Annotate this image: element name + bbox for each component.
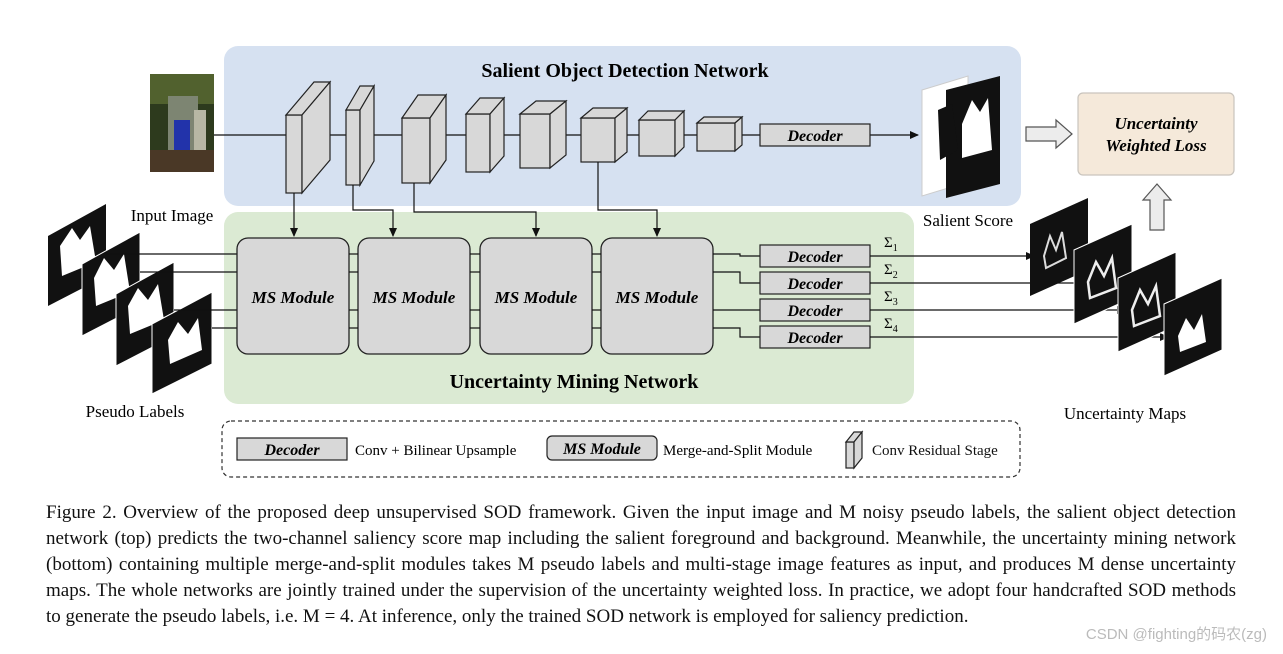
umn-decoder-4: Decoder [759,325,871,349]
uncertainty-weighted-loss-box [1077,92,1235,176]
svg-text:Decoder: Decoder [786,330,843,347]
legend-residual-stage: Conv Residual Stage [844,430,998,470]
input-image-label: Input Image [131,206,214,225]
ms-module-1: MS Module [236,237,350,355]
uncertainty-maps [1030,198,1223,377]
ms-module-4: MS Module [600,237,714,355]
watermark: CSDN @fighting的码农(zg) [1085,626,1267,643]
umn-decoders: Decoder Decoder Decoder Decoder [759,244,871,349]
ms-module-3: MS Module [479,237,593,355]
encoder-stages [284,80,744,195]
svg-text:Conv + Bilinear Upsample: Conv + Bilinear Upsample [355,443,517,459]
residual-stage-2 [344,83,376,188]
uncertainty-maps-label: Uncertainty Maps [1064,404,1186,423]
svg-text:Decoder: Decoder [786,276,843,293]
sod-network-title: Salient Object Detection Network [481,60,769,82]
svg-text:Σ2: Σ2 [884,262,898,281]
input-image [150,74,214,172]
ms-module-2: MS Module [357,237,471,355]
svg-text:MS Module: MS Module [562,441,641,458]
arrow-to-loss [1025,118,1073,150]
residual-stage-5 [518,99,568,170]
legend-decoder: Decoder Conv + Bilinear Upsample [236,437,517,461]
umn-title: Uncertainty Mining Network [450,371,700,393]
residual-stage-8 [695,115,744,153]
svg-text:MS Module: MS Module [615,288,699,307]
arrow-up-to-loss [1141,183,1173,231]
svg-text:Σ1: Σ1 [884,235,898,254]
umn-decoder-2: Decoder [759,271,871,295]
svg-text:Decoder: Decoder [786,249,843,266]
pseudo-labels-label: Pseudo Labels [86,402,185,421]
framework-diagram: Salient Object Detection Network Uncerta… [48,46,1235,478]
residual-stage-4 [464,96,506,174]
umn-decoder-3: Decoder [759,298,871,322]
salient-score-label: Salient Score [923,211,1013,230]
umn-decoder-1: Decoder [759,244,871,268]
svg-text:MS Module: MS Module [372,288,456,307]
svg-text:MS Module: MS Module [251,288,335,307]
sigma-labels: Σ1 Σ2 Σ3 Σ4 [884,235,898,335]
svg-text:MS Module: MS Module [494,288,578,307]
loss-line-1: Uncertainty [1114,114,1198,133]
legend-ms-module: MS Module Merge-and-Split Module [546,435,813,461]
ms-modules: MS Module MS Module MS Module MS Module [236,237,714,355]
loss-line-2: Weighted Loss [1105,136,1207,155]
residual-stage-1 [284,80,332,195]
svg-text:Σ4: Σ4 [884,316,898,335]
residual-stage-6 [579,106,629,164]
svg-text:Decoder: Decoder [786,303,843,320]
salient-score-maps [921,75,1000,198]
svg-text:Merge-and-Split Module: Merge-and-Split Module [663,443,813,459]
svg-text:Conv Residual Stage: Conv Residual Stage [872,443,998,459]
sod-decoder: Decoder [759,123,871,147]
residual-stage-7 [637,109,686,158]
sod-decoder-label: Decoder [786,128,843,145]
legend: Decoder Conv + Bilinear Upsample MS Modu… [221,420,1021,478]
svg-text:Decoder: Decoder [263,442,320,459]
figure-caption: Figure 2. Overview of the proposed deep … [46,502,1236,627]
svg-text:Σ3: Σ3 [884,289,898,308]
residual-stage-3 [400,93,448,185]
pseudo-labels [48,204,213,395]
